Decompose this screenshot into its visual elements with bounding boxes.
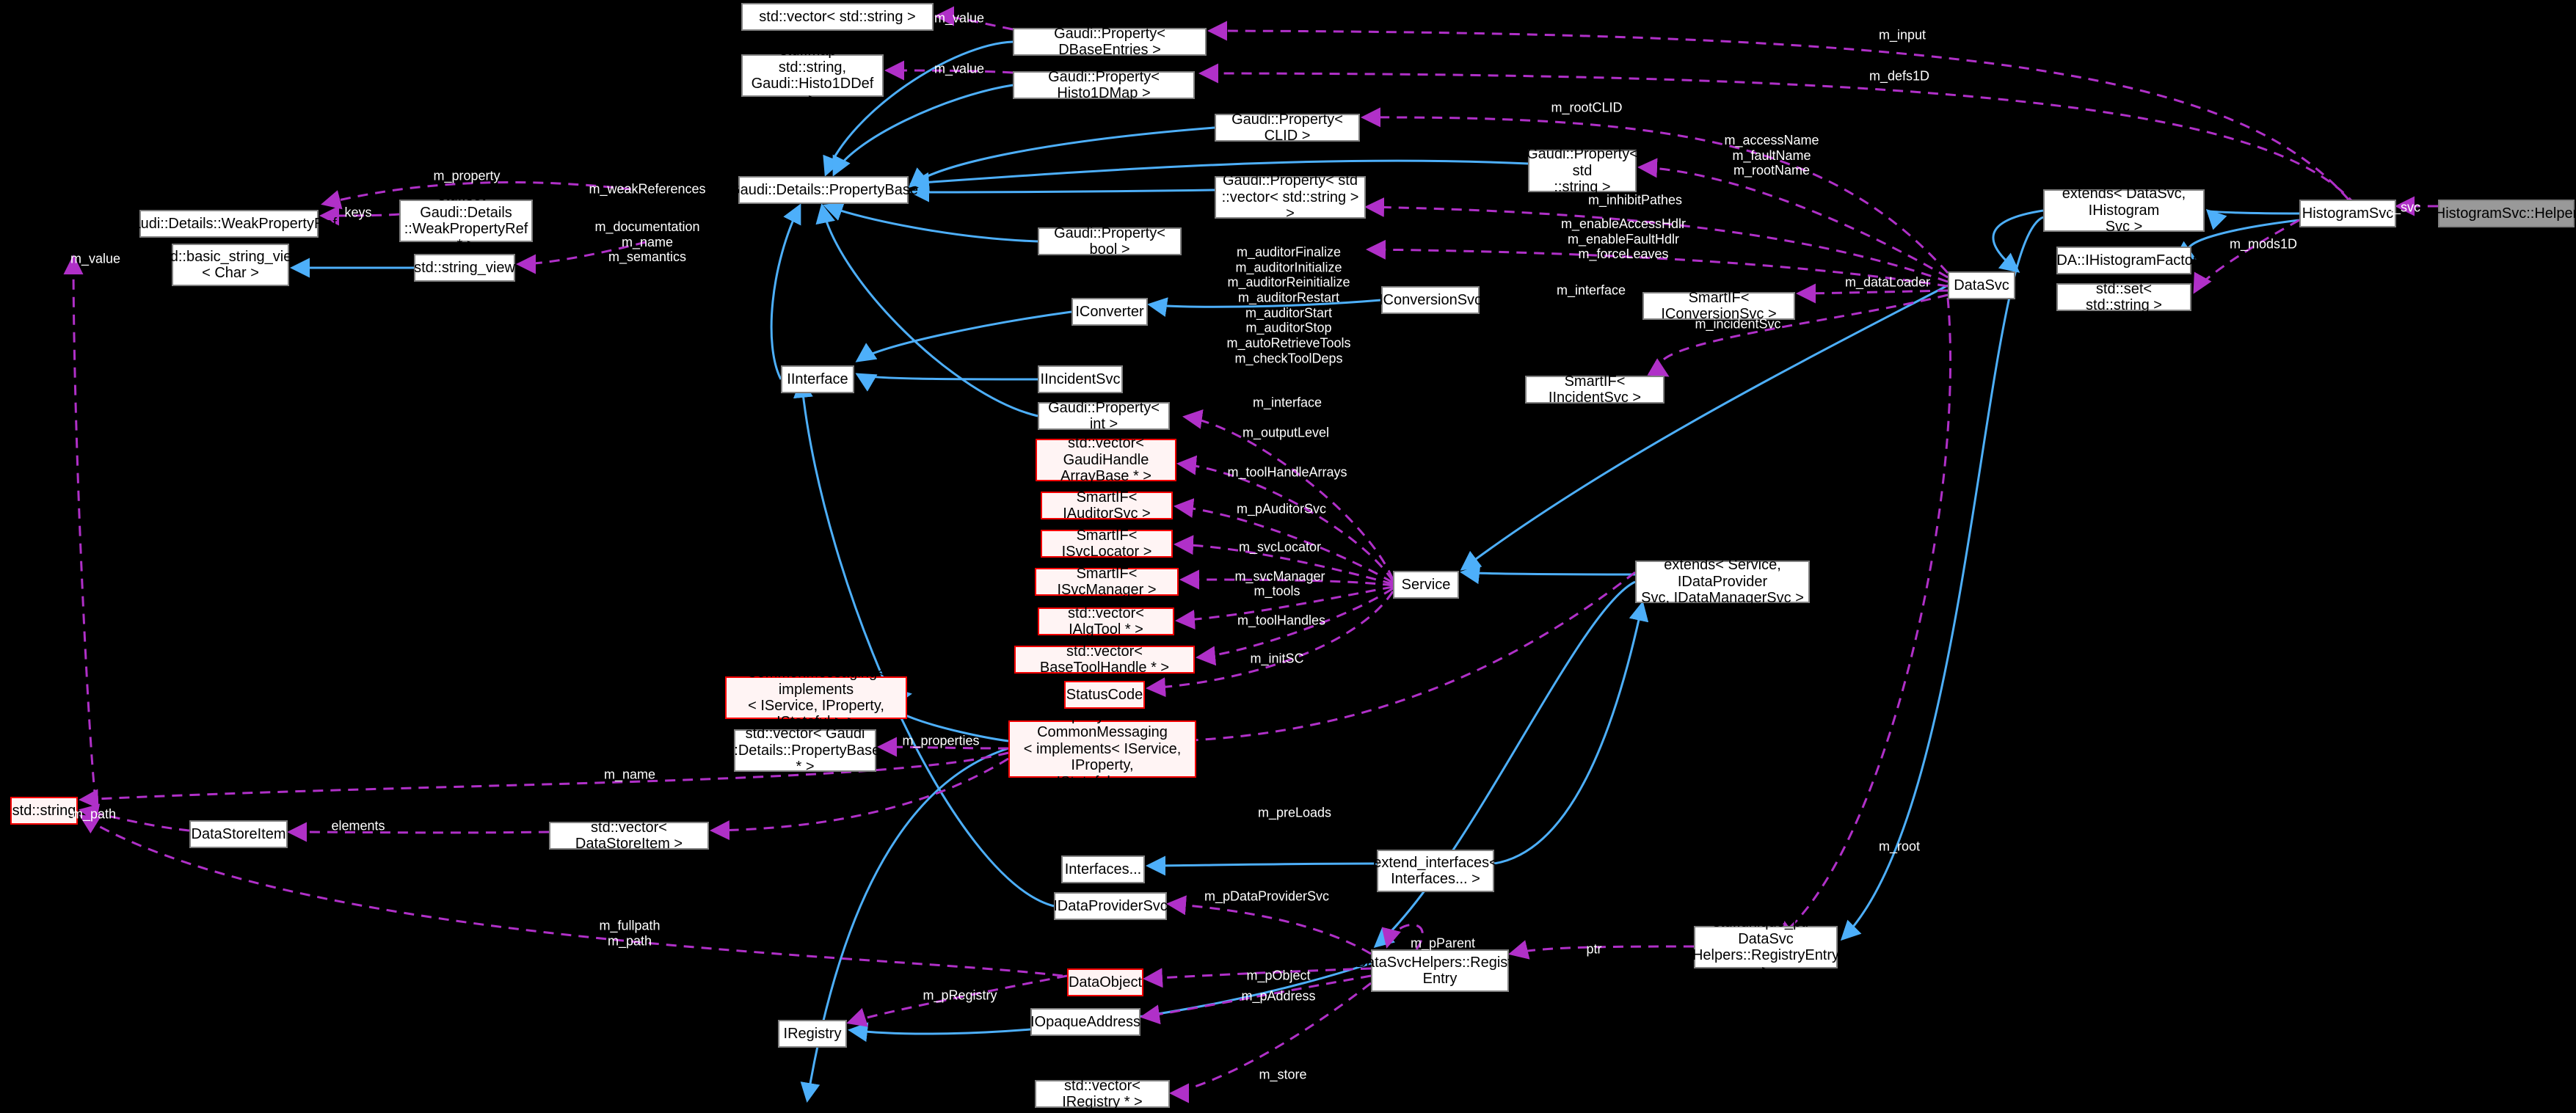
class-node-prop-histo1dmap[interactable]: Gaudi::Property< Histo1DMap > <box>1013 69 1195 101</box>
class-node-prop-clid[interactable]: Gaudi::Property< CLID > <box>1215 112 1360 144</box>
class-node-propertyholder[interactable]: PropertyHolder< CommonMessaging < implem… <box>1008 708 1196 790</box>
class-node-datastoreitem[interactable]: DataStoreItem <box>189 820 288 848</box>
class-node-string-view[interactable]: std::string_view <box>414 254 515 282</box>
class-node-iregistry[interactable]: IRegistry <box>778 1020 847 1048</box>
class-node-statuscode[interactable]: StatusCode <box>1064 681 1145 709</box>
class-node-vec-basetool[interactable]: std::vector< BaseToolHandle * > <box>1014 643 1195 676</box>
class-node-datasvc[interactable]: DataSvc <box>1948 271 2015 299</box>
class-node-vec-gaudihandle[interactable]: std::vector< GaudiHandle ArrayBase * > <box>1036 435 1176 484</box>
class-node-vec-ialgtool[interactable]: std::vector< IAlgTool * > <box>1038 605 1174 638</box>
class-node-vec-string[interactable]: std::vector< std::string > <box>741 3 934 31</box>
class-node-prop-bool[interactable]: Gaudi::Property< bool > <box>1038 225 1182 258</box>
class-node-smartif-isvcmgr[interactable]: SmartIF< ISvcManager > <box>1035 566 1179 598</box>
class-node-basic-string-view[interactable]: std::basic_string_view < Char > <box>159 244 302 286</box>
class-node-smartif-iconv[interactable]: SmartIF< IConversionSvc > <box>1642 290 1795 322</box>
class-node-smartif-iincident[interactable]: SmartIF< IIncidentSvc > <box>1525 373 1664 406</box>
class-node-iconverter[interactable]: IConverter <box>1071 298 1148 326</box>
class-node-idataprovidersvc[interactable]: IDataProviderSvc <box>1053 892 1168 920</box>
class-node-iinterface[interactable]: IInterface <box>781 365 854 393</box>
class-node-iconversionsvc[interactable]: IConversionSvc <box>1379 286 1482 314</box>
class-node-registryentry[interactable]: DataSvcHelpers::Registry Entry <box>1356 949 1524 992</box>
class-node-commonmessaging[interactable]: CommonMessaging< implements < IService, … <box>725 665 907 730</box>
class-node-extend-interfaces[interactable]: extend_interfaces< Interfaces... > <box>1373 850 1498 892</box>
class-node-extends-datasvc[interactable]: extends< DataSvc, IHistogram Svc > <box>2043 186 2205 235</box>
class-node-propertybase[interactable]: Gaudi::Details::PropertyBase <box>729 176 918 204</box>
class-node-map-histo[interactable]: std::map< std::string, Gaudi::Histo1DDef… <box>741 43 884 108</box>
class-node-std-string[interactable]: std::string <box>10 797 78 825</box>
class-node-set-weakpropref[interactable]: std::set< Gaudi::Details ::WeakPropertyR… <box>399 188 533 253</box>
class-node-weakpropref[interactable]: Gaudi::Details::WeakPropertyRef <box>121 210 337 238</box>
class-node-unique-ptr-entry[interactable]: std::unique_ptr< DataSvc Helpers::Regist… <box>1692 914 1840 980</box>
class-node-vec-propertybase[interactable]: std::vector< Gaudi ::Details::PropertyBa… <box>729 726 881 776</box>
class-node-interfaces[interactable]: Interfaces... <box>1061 855 1145 883</box>
class-node-dataobject[interactable]: DataObject <box>1067 968 1143 996</box>
class-node-aida-factory[interactable]: AIDA::IHistogramFactory <box>2042 247 2205 274</box>
class-node-set-string[interactable]: std::set< std::string > <box>2056 281 2191 313</box>
class-node-prop-vec-string[interactable]: Gaudi::Property< std ::vector< std::stri… <box>1215 172 1366 222</box>
class-node-iincidentsvc[interactable]: IIncidentSvc <box>1038 365 1123 393</box>
class-node-histogramsvc[interactable]: HistogramSvc <box>2299 200 2396 227</box>
class-node-prop-std-string[interactable]: Gaudi::Property< std ::string > <box>1527 146 1638 196</box>
class-node-iopaqueaddress[interactable]: IOpaqueAddress <box>1030 1008 1140 1036</box>
class-node-smartif-iauditor[interactable]: SmartIF< IAuditorSvc > <box>1041 489 1173 522</box>
class-node-prop-int[interactable]: Gaudi::Property< int > <box>1038 400 1170 432</box>
class-node-extends-service[interactable]: extends< Service, IDataProvider Svc, IDa… <box>1635 557 1810 606</box>
class-node-smartif-isvcloc[interactable]: SmartIF< ISvcLocator > <box>1041 528 1173 560</box>
class-node-vec-datastoreitem[interactable]: std::vector< DataStoreItem > <box>549 820 709 852</box>
class-node-vec-iregistry[interactable]: std::vector< IRegistry * > <box>1035 1078 1170 1110</box>
class-node-service[interactable]: Service <box>1393 571 1459 599</box>
class-node-helper[interactable]: HistogramSvc::Helper <box>2435 200 2576 227</box>
class-node-prop-dbase[interactable]: Gaudi::Property< DBaseEntries > <box>1013 26 1207 58</box>
